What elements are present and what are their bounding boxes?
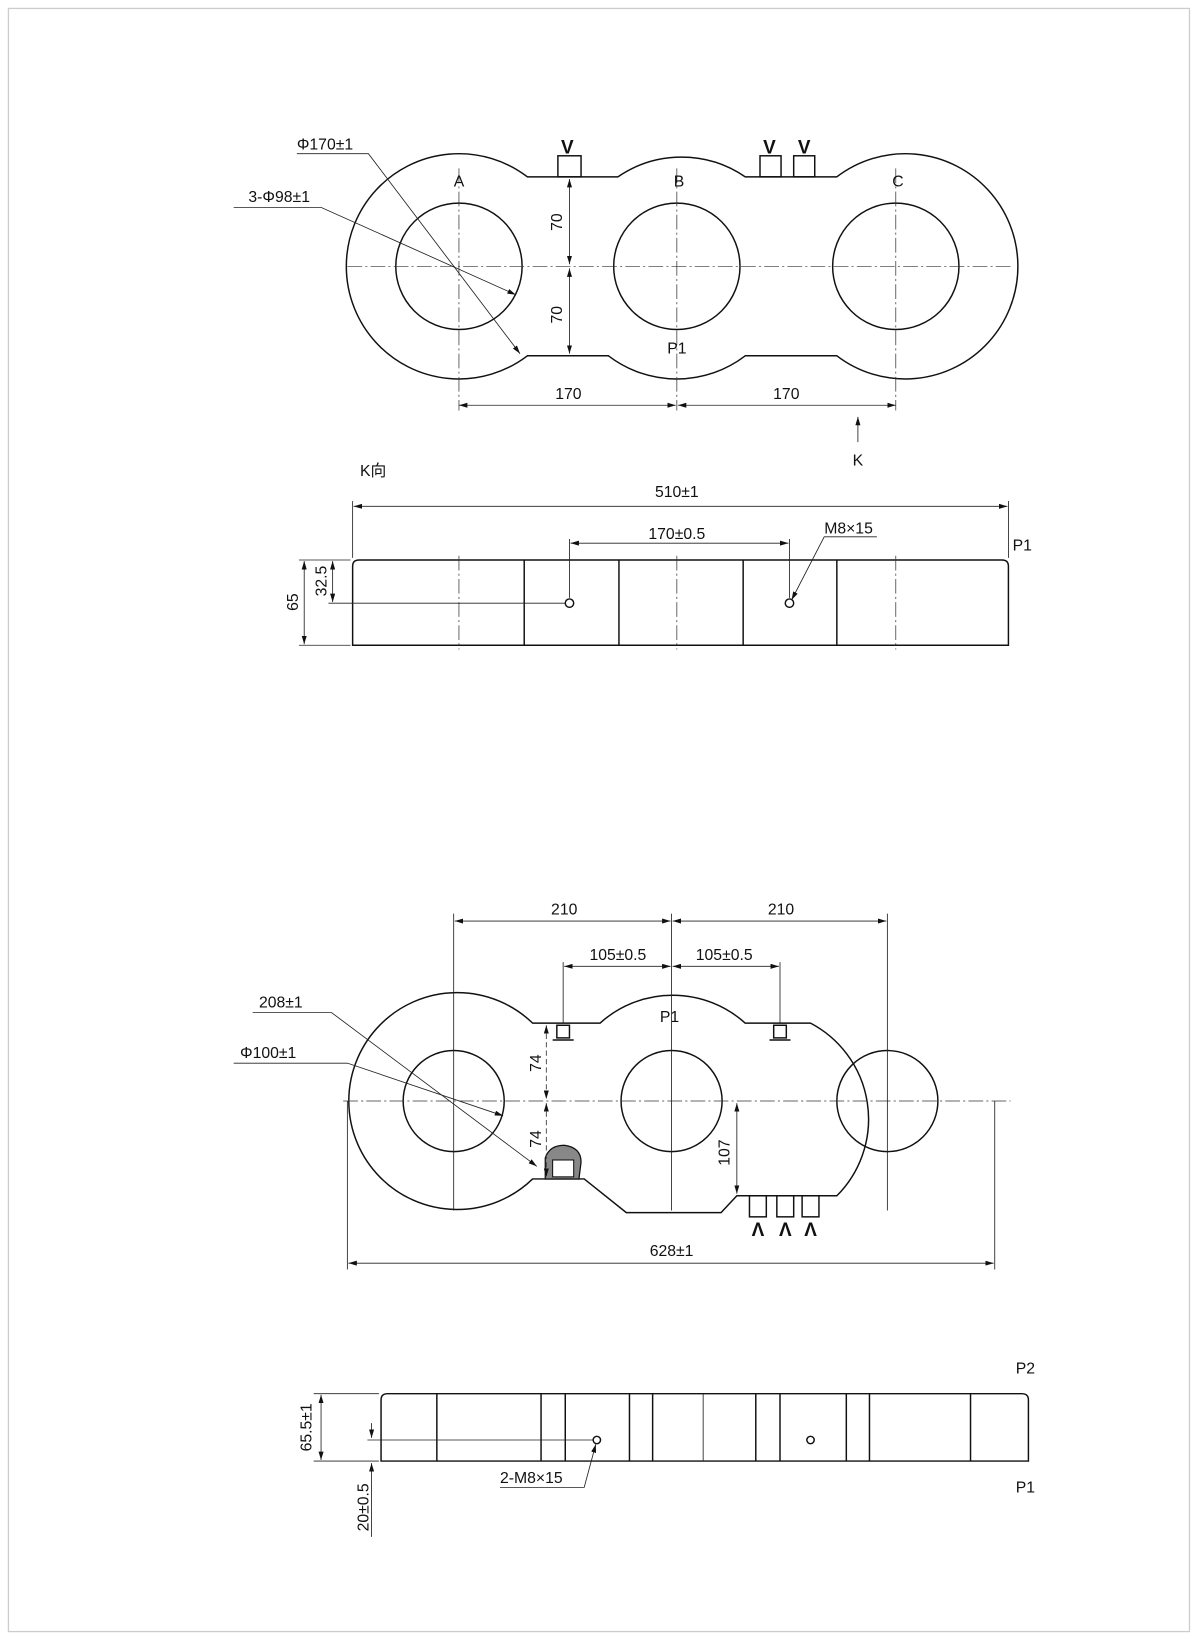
face-label: P1 [660, 1009, 679, 1026]
bottom-view-outline [348, 991, 870, 1214]
dim-210-right: 210 [768, 902, 795, 919]
dim-105-left: 105±0.5 [589, 947, 646, 964]
k-view: K向 510±1 170±0.5 M8×15 P1 65 32.5 [285, 462, 1032, 650]
sheet-border [7, 7, 1191, 1633]
phase-label-a: A [454, 173, 465, 190]
phase-label-c: C [892, 173, 903, 190]
bolt-icon [769, 1024, 791, 1041]
dim-210-left: 210 [551, 902, 578, 919]
terminal-mark: V [798, 138, 811, 159]
phase-label-b: B [674, 173, 685, 190]
thread-label: 2-M8×15 [500, 1470, 563, 1487]
terminal-box [801, 1195, 820, 1218]
terminal-mark: Λ [779, 1220, 792, 1241]
dim-510: 510±1 [655, 484, 699, 501]
thread-hole [806, 1435, 815, 1445]
dim-628: 628±1 [650, 1243, 694, 1260]
dim-70-upper: 70 [549, 213, 566, 231]
face-label: P1 [1013, 538, 1032, 555]
side-view-outline [380, 1392, 1030, 1462]
dim-20: 20±0.5 [355, 1483, 372, 1531]
thread-hole [592, 1435, 602, 1445]
face-label: P1 [667, 341, 686, 358]
dim-170-0-5: 170±0.5 [648, 526, 705, 543]
face-label-p1: P1 [1016, 1480, 1035, 1497]
face-label-p2: P2 [1016, 1361, 1035, 1378]
terminal-box [792, 155, 816, 178]
terminal-box [776, 1195, 795, 1218]
dim-70-lower: 70 [549, 306, 566, 324]
dim-74-upper: 74 [528, 1054, 545, 1072]
terminal-mark: V [763, 138, 776, 159]
hole-diameter-label: 3-Φ98±1 [248, 189, 310, 206]
bottom-side-view: P2 P1 65.5±1 20±0.5 2-M8×15 [299, 1361, 1035, 1537]
thread-label: M8×15 [824, 521, 873, 538]
terminal-mark: Λ [804, 1220, 817, 1241]
terminal-box [557, 155, 582, 178]
view-arrow-k: K [853, 452, 864, 469]
dim-170-left: 170 [555, 386, 582, 403]
terminal-box [748, 1195, 768, 1218]
dim-65: 65 [285, 593, 302, 611]
bottom-view: Λ Λ Λ 210 210 105±0.5 105±0.5 P1 74 74 1… [233, 902, 1011, 1270]
terminal-mark: Λ [752, 1220, 765, 1241]
dim-74-lower: 74 [528, 1130, 545, 1148]
hole-diameter-label: Φ100±1 [240, 1045, 296, 1062]
dim-105-right: 105±0.5 [696, 947, 753, 964]
terminal-mark: V [561, 138, 574, 159]
dim-170-right: 170 [773, 386, 800, 403]
outer-diameter-label: Φ170±1 [297, 136, 353, 153]
outer-size-label: 208±1 [259, 994, 303, 1011]
dim-32-5: 32.5 [313, 565, 330, 596]
thread-hole [784, 598, 795, 609]
terminal-box [759, 155, 782, 178]
bolt-icon [552, 1024, 574, 1041]
dim-107: 107 [716, 1139, 733, 1165]
top-view: V V V A B C P1 70 70 170 170 K Φ170±1 3-… [233, 136, 1019, 469]
view-title: K向 [360, 462, 386, 480]
dim-65-5: 65.5±1 [299, 1403, 316, 1451]
k-view-outline [351, 559, 1010, 646]
